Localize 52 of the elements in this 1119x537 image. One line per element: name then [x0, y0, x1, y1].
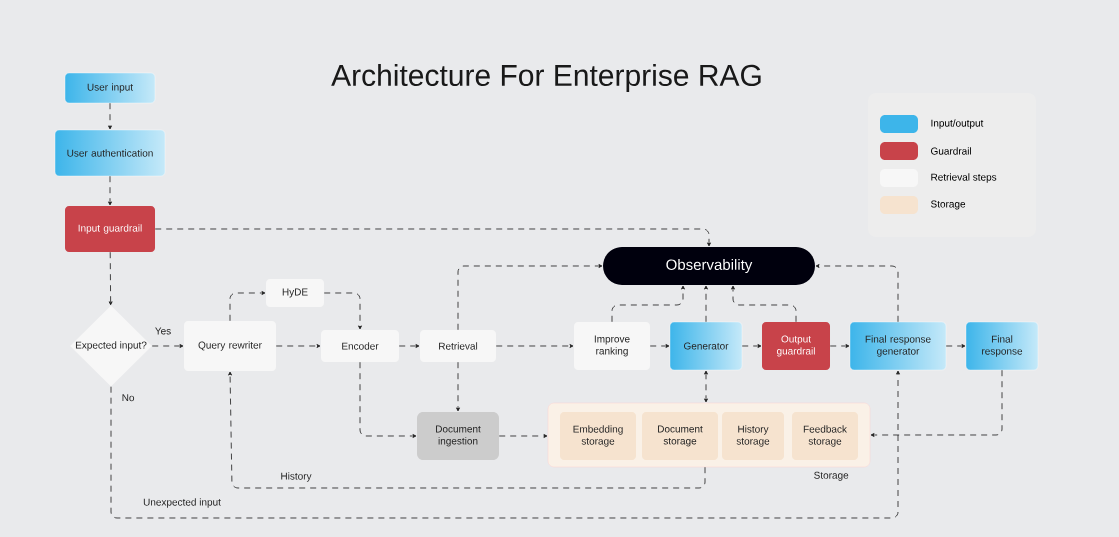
arrow [731, 285, 797, 323]
arrow [611, 285, 685, 323]
edge-label: Yes [153, 326, 173, 336]
process-box: Final response [965, 321, 1039, 371]
arrow [829, 344, 850, 348]
arrow [498, 434, 548, 438]
arrow [108, 102, 112, 130]
process-box: HyDE [266, 279, 324, 307]
arrow [457, 264, 603, 331]
process-box: User input [64, 72, 156, 104]
node-label: Storage [814, 471, 849, 481]
arrow [228, 371, 706, 489]
storage-box: History storage [722, 412, 784, 460]
arrow [108, 251, 113, 306]
process-box: User authentication [54, 129, 166, 177]
arrow [741, 344, 762, 348]
arrow [229, 291, 266, 322]
title: Architecture For Enterprise RAG [331, 64, 761, 92]
process-box: Generator [669, 321, 743, 371]
branch-label: No [120, 392, 136, 403]
arrow [456, 361, 460, 412]
storage-box: Document storage [642, 412, 718, 460]
process-box: Final response generator [849, 321, 947, 371]
arrow [945, 344, 966, 348]
legend-label: Guardrail [931, 147, 971, 155]
arrow [110, 370, 900, 519]
storage-box: Feedback storage [792, 412, 858, 460]
legend-label: Storage [931, 200, 966, 210]
arrow [398, 344, 420, 348]
arrow [359, 361, 417, 438]
guardrail-box: Output guardrail [762, 322, 830, 370]
process-box: Document ingestion [417, 412, 499, 460]
process-box: Retrieval [420, 330, 496, 362]
observability-pill: Observability [603, 247, 815, 285]
arrow [649, 344, 670, 348]
storage-box: Embedding storage [560, 412, 636, 460]
process-box: Query rewriter [184, 321, 276, 371]
arrow [108, 175, 112, 206]
arrow [323, 292, 362, 330]
arrow [275, 344, 321, 348]
arrow [151, 344, 184, 348]
process-box: Encoder [321, 330, 399, 362]
legend-label: Input/output [931, 119, 984, 129]
guardrail-box: Input guardrail [65, 206, 155, 252]
arrow [495, 344, 574, 348]
arrow [154, 228, 711, 247]
arrow [704, 370, 708, 403]
legend-label: Retrieval steps [931, 173, 997, 183]
process-box: Improve ranking [574, 322, 650, 370]
arrow [704, 285, 708, 323]
arrow [815, 264, 899, 323]
arrow [870, 369, 1003, 437]
